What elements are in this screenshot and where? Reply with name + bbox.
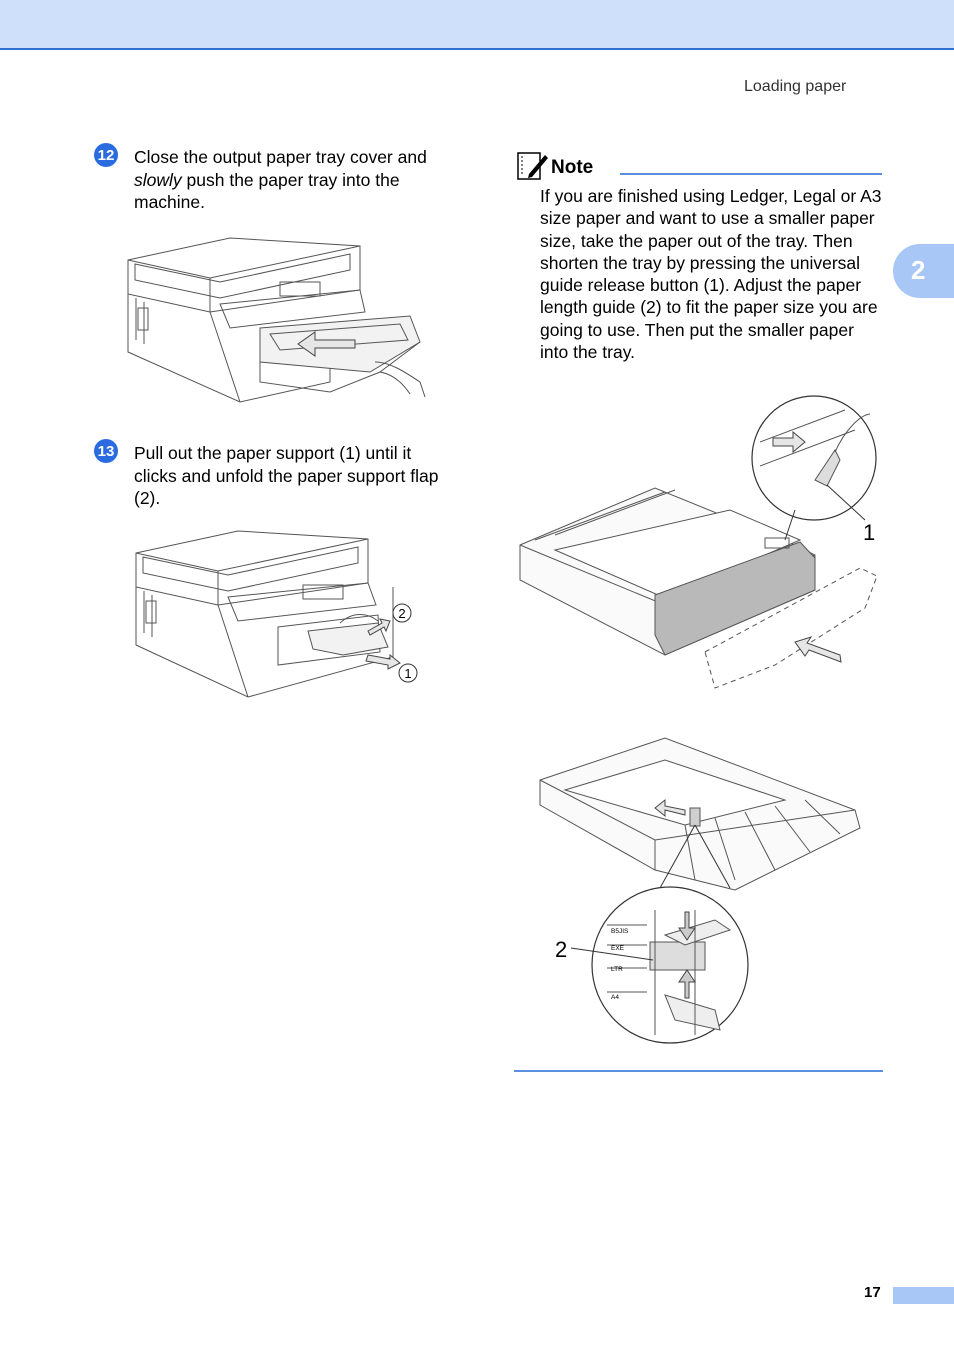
note-divider [620, 173, 882, 175]
note-pencil-icon [517, 152, 548, 180]
callout-support-label: 1 [404, 666, 411, 681]
step-13-text: Pull out the paper support (1) until it … [134, 443, 439, 508]
step-12-text: Close the output paper tray cover and sl… [134, 146, 454, 214]
note-label: Note [551, 157, 594, 178]
tray-guide-release-illustration: 1 [519, 395, 878, 689]
step-12-text-part: push the paper tray into the machine. [134, 169, 400, 213]
printer-paper-support-illustration: 2 1 [135, 530, 418, 698]
note-text: If you are finished using Ledger, Legal … [540, 186, 882, 363]
section-title: Loading paper [744, 78, 847, 95]
size-mark-a4: A4 [611, 994, 619, 1001]
chapter-number: 2 [911, 255, 926, 285]
step-12-text-part: Close the output paper tray cover and [134, 147, 427, 167]
printer-close-tray-illustration [127, 237, 426, 403]
size-mark-b5: B5JIS [611, 928, 629, 935]
header-band [0, 0, 954, 50]
page-number: 17 [864, 1284, 881, 1301]
callout-flap-label: 2 [398, 606, 405, 621]
size-mark-exe: EXE [611, 945, 625, 952]
step-13-badge: 13 [94, 439, 118, 463]
size-mark-ltr: LTR [611, 966, 623, 973]
chapter-tab: 2 [893, 244, 954, 298]
callout-release-button-label: 1 [863, 520, 875, 545]
step-12-badge: 12 [94, 143, 118, 167]
tray-length-guide-illustration: B5JIS EXE LTR A4 2 [539, 737, 861, 1044]
callout-length-guide-label: 2 [555, 937, 567, 962]
step-12-emphasis: slowly [134, 169, 182, 190]
note-end-divider [514, 1070, 883, 1072]
page-tab [893, 1287, 954, 1304]
